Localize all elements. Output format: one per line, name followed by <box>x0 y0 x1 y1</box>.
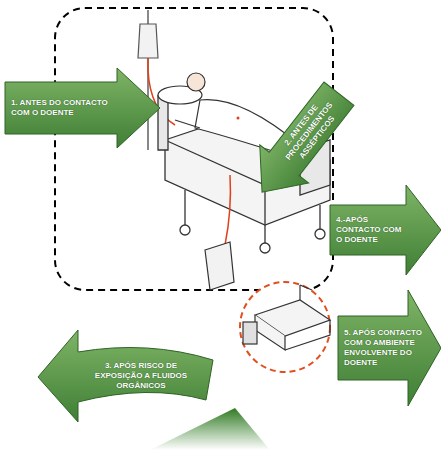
moment-arrow: 3. APÓS RISCO DE EXPOSIÇÃO A FLUIDOS ORG… <box>38 322 213 417</box>
moment-label: 3. APÓS RISCO DE EXPOSIÇÃO A FLUIDOS ORG… <box>82 361 200 391</box>
moment-arrow: 4.-APÓS CONTACTO COM O DOENTE <box>330 185 441 275</box>
decorative-triangle <box>150 408 270 450</box>
empty-bed <box>243 285 330 350</box>
arrow-text-box: 1. ANTES DO CONTACTO COM O DOENTE <box>11 82 115 134</box>
moment-label: 1. ANTES DO CONTACTO COM O DOENTE <box>11 98 115 118</box>
moment-arrow: 1. ANTES DO CONTACTO COM O DOENTE <box>5 68 160 148</box>
moment-arrow: 5. APÓS CONTACTO COM O AMBIENTE ENVOLVEN… <box>338 290 441 406</box>
arrow-text-box: 4.-APÓS CONTACTO COM O DOENTE <box>336 205 408 255</box>
drainage-bag <box>205 175 234 290</box>
moment-label: 4.-APÓS CONTACTO COM O DOENTE <box>336 215 408 245</box>
arrow-text-box: 3. APÓS RISCO DE EXPOSIÇÃO A FLUIDOS ORG… <box>82 352 200 400</box>
arrow-text-box: 5. APÓS CONTACTO COM O AMBIENTE ENVOLVEN… <box>344 316 432 380</box>
moment-label: 5. APÓS CONTACTO COM O AMBIENTE ENVOLVEN… <box>344 328 432 368</box>
iv-drip <box>138 10 175 150</box>
arrow-text-box: 2. ANTES DE PROCEDIMENTOS ASSÉPTICOS <box>267 84 352 178</box>
environment-zone <box>240 282 330 372</box>
